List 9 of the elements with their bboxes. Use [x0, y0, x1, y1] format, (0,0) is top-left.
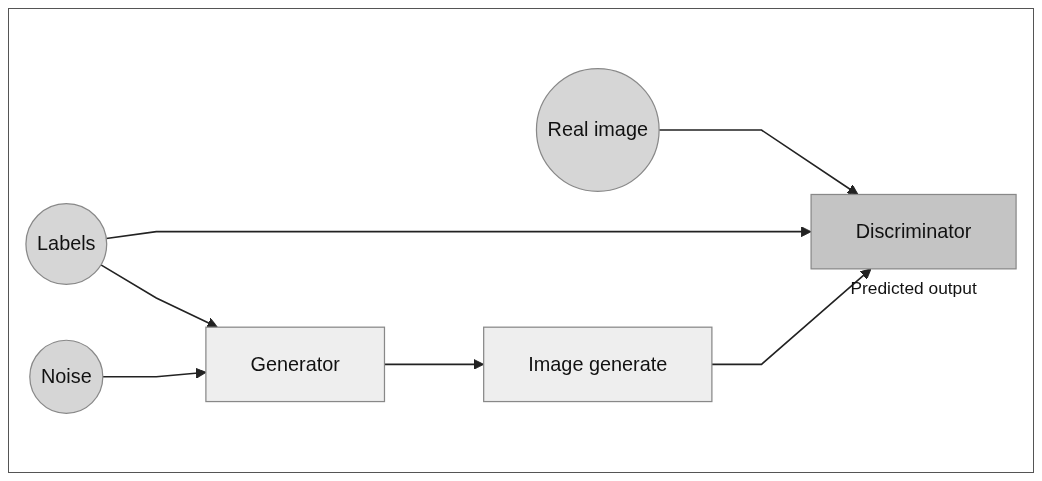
node-circle: Labels	[25, 202, 108, 285]
caption-text: Predicted output	[850, 277, 977, 298]
node-circle: Real image	[535, 67, 660, 192]
node-circle: Noise	[29, 339, 104, 414]
node-box: Generator	[205, 326, 386, 402]
node-box: Image generate	[483, 326, 713, 402]
arrow	[711, 267, 872, 365]
arrow	[100, 263, 218, 328]
node-box: Discriminator	[810, 193, 1017, 269]
